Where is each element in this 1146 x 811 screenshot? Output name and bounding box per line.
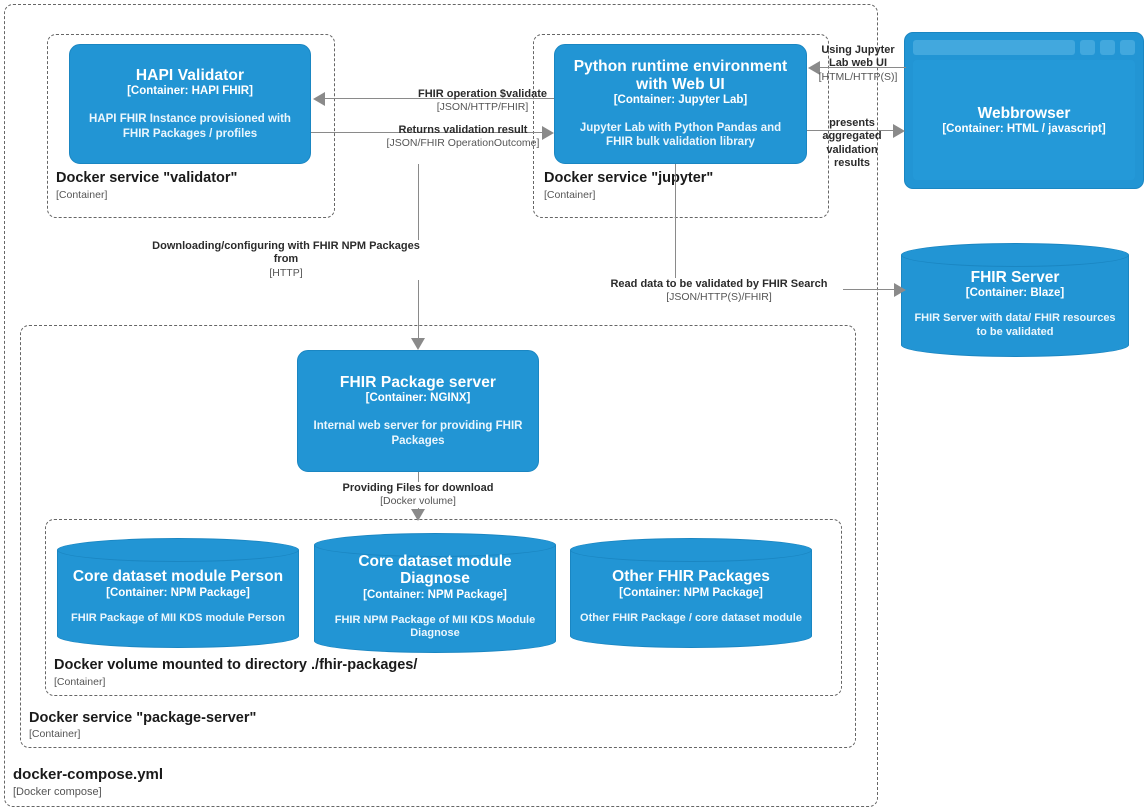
boundary-package-server-label: Docker service "package-server" xyxy=(29,710,257,726)
browser-button-icon xyxy=(1100,40,1115,55)
package-server-tech: [Container: NGINX] xyxy=(365,392,471,405)
edge-line-read-data-vertical xyxy=(675,164,677,290)
edge-arrowhead-read-data xyxy=(894,283,906,297)
browser-urlbar xyxy=(913,40,1075,55)
edge-arrowhead-using-webui xyxy=(808,61,820,75)
package-other-cylinder-top xyxy=(570,538,812,562)
python-runtime-title: Python runtime environment with Web UI xyxy=(573,58,788,93)
edge-arrowhead-downloading xyxy=(411,338,425,350)
package-person-desc: FHIR Package of MII KDS module Person xyxy=(71,611,285,624)
edge-label-read-data: Read data to be validated by FHIR Search… xyxy=(595,278,843,305)
hapi-validator-title: HAPI Validator xyxy=(135,67,245,85)
edge-label-providing-files-text: Providing Files for download xyxy=(342,482,494,494)
browser-button-icon xyxy=(1120,40,1135,55)
package-person-label: Core dataset module Person [Container: N… xyxy=(57,552,299,642)
container-python-runtime[interactable]: Python runtime environment with Web UI [… xyxy=(554,44,807,164)
package-diagnose-desc: FHIR NPM Package of MII KDS Module Diagn… xyxy=(334,613,536,640)
edge-label-downloading-tech: [HTTP] xyxy=(269,266,303,279)
container-fhir-server[interactable]: FHIR Server [Container: Blaze] FHIR Serv… xyxy=(901,243,1129,357)
python-runtime-desc: Jupyter Lab with Python Pandas and FHIR … xyxy=(579,121,782,149)
edge-label-validate-result: Returns validation result [JSON/FHIR Ope… xyxy=(332,124,594,150)
container-hapi-validator[interactable]: HAPI Validator [Container: HAPI FHIR] HA… xyxy=(69,44,311,164)
fhir-server-cylinder-body xyxy=(901,255,1129,345)
boundary-docker-compose-label: docker-compose.yml xyxy=(13,766,164,783)
fhir-server-tech: [Container: Blaze] xyxy=(965,286,1065,299)
edge-line-validate-result xyxy=(311,132,543,134)
package-server-title: FHIR Package server xyxy=(339,374,497,392)
package-other-label: Other FHIR Packages [Container: NPM Pack… xyxy=(570,552,812,642)
package-person-tech: [Container: NPM Package] xyxy=(106,586,250,599)
hapi-validator-desc: HAPI FHIR Instance provisioned with FHIR… xyxy=(89,113,291,140)
fhir-server-title: FHIR Server xyxy=(970,268,1060,286)
package-diagnose-label: Core dataset module Diagnose [Container:… xyxy=(314,547,556,647)
edge-label-validate-call-tech: [JSON/HTTP/FHIR] xyxy=(436,101,529,114)
boundary-volume-label: Docker volume mounted to directory ./fhi… xyxy=(54,657,418,673)
edge-label-presents-results-text: presents aggregated validation results xyxy=(822,117,882,170)
package-diagnose-cylinder-top xyxy=(314,533,556,557)
package-person-title: Core dataset module Person xyxy=(72,568,284,586)
edge-label-read-data-tech: [JSON/HTTP(S)/FHIR] xyxy=(666,291,772,304)
boundary-package-server-sub: [Container] xyxy=(29,728,81,740)
edge-label-using-webui: Using Jupyter Lab web UI [HTML/HTTP(S)] xyxy=(812,44,904,84)
boundary-docker-volume xyxy=(45,519,842,696)
package-server-desc: Internal web server for providing FHIR P… xyxy=(313,420,523,447)
python-runtime-tech: [Container: Jupyter Lab] xyxy=(613,94,748,107)
edge-label-using-webui-tech: [HTML/HTTP(S)] xyxy=(818,70,898,83)
package-other-tech: [Container: NPM Package] xyxy=(619,586,763,599)
edge-label-validate-call-text: FHIR operation $validate xyxy=(418,88,547,100)
fhir-server-cylinder-top xyxy=(901,243,1129,267)
package-diagnose-title: Core dataset module Diagnose xyxy=(358,552,512,588)
edge-label-validate-call: FHIR operation $validate [JSON/HTTP/FHIR… xyxy=(355,88,610,114)
package-diagnose-cylinder-body xyxy=(314,545,556,641)
boundary-validator-label: Docker service "validator" xyxy=(56,170,238,186)
container-fhir-package-server[interactable]: FHIR Package server [Container: NGINX] I… xyxy=(297,350,539,472)
edge-arrowhead-validate-result xyxy=(542,126,554,140)
boundary-docker-service-validator xyxy=(47,34,335,218)
package-person-cylinder-body xyxy=(57,550,299,636)
container-package-other[interactable]: Other FHIR Packages [Container: NPM Pack… xyxy=(570,538,812,648)
hapi-validator-tech: [Container: HAPI FHIR] xyxy=(127,85,253,98)
edge-arrowhead-validate-call xyxy=(313,92,325,106)
edge-label-providing-files: Providing Files for download [Docker vol… xyxy=(330,482,506,509)
edge-label-validate-result-text: Returns validation result xyxy=(398,124,528,136)
edge-arrowhead-presents-results xyxy=(893,124,905,138)
edge-label-presents-results: presents aggregated validation results xyxy=(814,117,890,171)
boundary-docker-compose xyxy=(4,4,878,807)
boundary-validator-sub: [Container] xyxy=(56,189,108,201)
edge-line-presents-results xyxy=(807,130,895,132)
webbrowser-tech: [Container: HTML / javascript] xyxy=(942,123,1106,136)
edge-line-using-webui xyxy=(820,67,906,69)
boundary-volume-sub: [Container] xyxy=(54,676,106,688)
package-other-desc: Other FHIR Package / core dataset module xyxy=(580,611,802,624)
boundary-jupyter-label: Docker service "jupyter" xyxy=(544,170,714,186)
browser-button-icon xyxy=(1080,40,1095,55)
edge-label-downloading: Downloading/configuring with FHIR NPM Pa… xyxy=(140,240,432,280)
edge-arrowhead-providing-files xyxy=(411,509,425,521)
edge-label-using-webui-text: Using Jupyter Lab web UI xyxy=(821,44,895,70)
boundary-jupyter-sub: [Container] xyxy=(544,189,596,201)
edge-label-downloading-text: Downloading/configuring with FHIR NPM Pa… xyxy=(152,240,420,266)
edge-label-validate-result-tech: [JSON/FHIR OperationOutcome] xyxy=(386,137,540,150)
browser-viewport: Webbrowser [Container: HTML / javascript… xyxy=(913,60,1135,180)
container-package-person[interactable]: Core dataset module Person [Container: N… xyxy=(57,538,299,648)
container-webbrowser[interactable]: Webbrowser [Container: HTML / javascript… xyxy=(904,32,1144,189)
edge-label-read-data-text: Read data to be validated by FHIR Search xyxy=(610,278,828,290)
browser-titlebar xyxy=(913,40,1135,55)
boundary-docker-compose-sub: [Docker compose] xyxy=(13,786,102,798)
package-other-cylinder-body xyxy=(570,550,812,636)
webbrowser-title: Webbrowser xyxy=(977,104,1071,122)
boundary-docker-service-package-server xyxy=(20,325,856,748)
fhir-server-label: FHIR Server [Container: Blaze] FHIR Serv… xyxy=(901,257,1129,351)
edge-line-validate-call xyxy=(325,98,554,100)
package-diagnose-tech: [Container: NPM Package] xyxy=(363,588,507,601)
boundary-docker-service-jupyter xyxy=(533,34,829,218)
package-person-cylinder-top xyxy=(57,538,299,562)
edge-label-providing-files-tech: [Docker volume] xyxy=(380,495,456,508)
package-other-title: Other FHIR Packages xyxy=(612,568,770,586)
fhir-server-desc: FHIR Server with data/ FHIR resources to… xyxy=(914,311,1116,338)
container-package-diagnose[interactable]: Core dataset module Diagnose [Container:… xyxy=(314,533,556,653)
